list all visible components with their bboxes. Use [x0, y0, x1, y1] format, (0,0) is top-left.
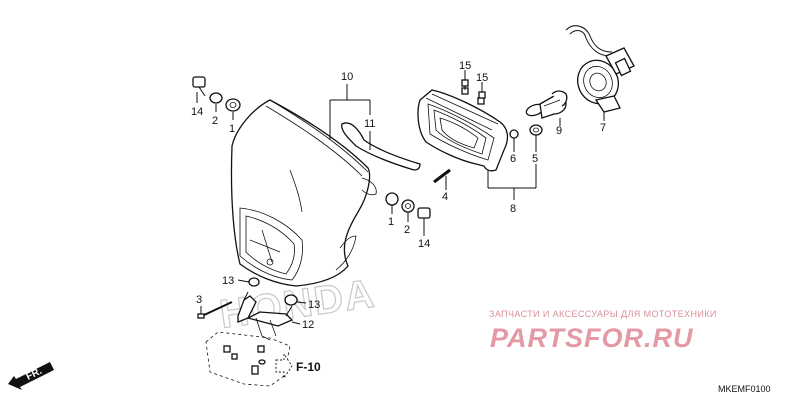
bracket-12 — [237, 291, 294, 341]
wire-harness — [565, 25, 635, 113]
callout-13-right: 13 — [308, 299, 320, 311]
front-arrow-icon — [8, 362, 54, 390]
shop-tagline: ЗАПЧАСТИ И АКСЕССУАРЫ ДЛЯ МОТОТЕХНИКИ — [489, 309, 717, 319]
callout-6: 6 — [510, 153, 516, 165]
pin-4 — [433, 168, 451, 184]
callout-15-left: 15 — [459, 60, 471, 72]
grommet-13-left — [248, 277, 260, 287]
callout-9: 9 — [556, 125, 562, 137]
washer-2-top — [209, 92, 223, 104]
bolt-14-top — [192, 76, 206, 97]
reference-box — [205, 331, 291, 387]
nut-6 — [509, 129, 519, 139]
reference-label: F-10 — [296, 360, 321, 374]
callout-14-top: 14 — [191, 106, 203, 118]
grommet-1-right — [385, 192, 399, 206]
callout-15-right: 15 — [476, 72, 488, 84]
washer-2-right — [401, 199, 415, 213]
callout-12: 12 — [302, 319, 314, 331]
callout-11: 11 — [364, 118, 375, 130]
screw-15-right — [478, 91, 486, 99]
headlight-bulb — [525, 90, 568, 119]
shop-brand: PARTSFOR.RU — [490, 323, 694, 353]
callout-2-right: 2 — [404, 224, 410, 236]
reference-arrow-icon — [275, 352, 293, 380]
grommet-1-top — [225, 98, 241, 112]
bolt-14-right — [417, 207, 431, 224]
callout-5: 5 — [532, 153, 538, 165]
headlight-unit — [417, 87, 509, 172]
callout-1-right: 1 — [388, 216, 394, 228]
diagram-code: MKEMF0100 — [718, 384, 771, 394]
callouts: 14 2 1 10 11 15 15 6 5 9 7 4 8 1 2 14 13… — [191, 60, 606, 331]
callout-10: 10 — [341, 71, 353, 83]
trim-strip — [341, 122, 421, 171]
callout-2-top: 2 — [212, 115, 218, 127]
grommet-13-right — [284, 294, 298, 306]
callout-14-right: 14 — [418, 238, 430, 250]
callout-13-left: 13 — [222, 275, 234, 287]
headlight-cowl — [230, 99, 377, 287]
callout-7: 7 — [600, 122, 606, 134]
callout-3: 3 — [196, 294, 202, 306]
lower-screws — [223, 345, 266, 375]
front-direction-arrow: FR. — [8, 362, 54, 390]
leader-lines — [196, 70, 605, 325]
callout-4: 4 — [442, 191, 448, 203]
reference-arrow: F-10 — [275, 352, 321, 380]
callout-8: 8 — [510, 203, 516, 215]
callout-1-top: 1 — [229, 123, 235, 135]
collar-5 — [529, 124, 543, 136]
